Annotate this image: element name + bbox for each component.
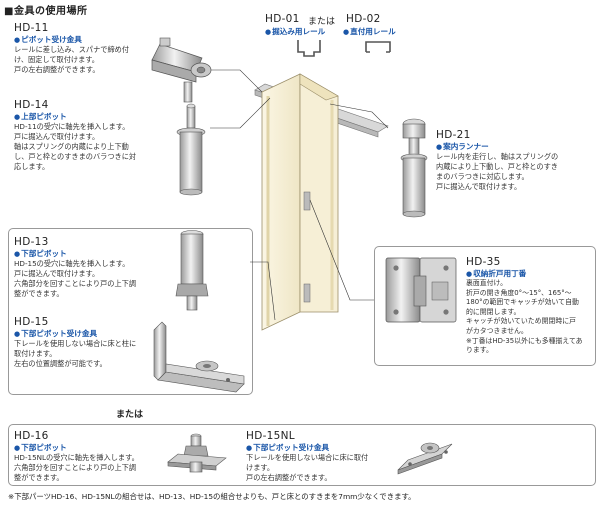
part-code-hd14: HD-14 bbox=[14, 99, 49, 111]
part-desc-hd21: レール内を走行し、軸はスプリングの内蔵により上下動し、戸と枠とのすきまのバラつき… bbox=[436, 152, 559, 191]
part-code-hd11: HD-11 bbox=[14, 22, 49, 34]
part-code-hd35: HD-35 bbox=[466, 256, 501, 268]
section-header: ■金具の使用場所 bbox=[4, 6, 88, 17]
part-desc-hd14: HD-11の受穴に軸先を挿入します。戸に掘込んで取付けます。軸はスプリングの内蔵… bbox=[14, 122, 137, 171]
hd14-top-pivot-icon bbox=[176, 103, 206, 196]
part-name-hd21: 案内ランナー bbox=[436, 141, 489, 152]
part-name-hd11: ピボット受け金具 bbox=[14, 34, 82, 45]
rail-code-hd02: HD-02 bbox=[346, 13, 381, 25]
part-name-hd14: 上部ピボット bbox=[14, 111, 67, 122]
hd13-bottom-pivot-icon bbox=[175, 230, 209, 311]
footnote: ※下部パーツHD-16、HD-15NLの組合せは、HD-13、HD-15の組合せ… bbox=[8, 492, 416, 501]
part-desc-hd35: 裏面直付け。折戸の開き角度0°〜15°、165°〜180°の範囲でキャッチが効い… bbox=[466, 279, 583, 355]
group-box-bottom bbox=[8, 424, 596, 486]
part-desc-hd15nl: 下レールを使用しない場合に床に取付けます。戸の左右調整ができます。 bbox=[246, 453, 369, 482]
hd15nl-receiver-bracket-icon bbox=[397, 442, 453, 475]
part-name-hd35: 収納折戸用丁番 bbox=[466, 268, 526, 279]
rail-code-hd01: HD-01 bbox=[265, 13, 300, 25]
rail-profile-hd02-icon bbox=[365, 41, 391, 53]
part-code-hd21: HD-21 bbox=[436, 129, 471, 141]
part-desc-hd15: 下レールを使用しない場合に床と柱に取付けます。左右の位置調整が可能です。 bbox=[14, 339, 137, 368]
or-between-label: または bbox=[116, 410, 144, 420]
part-desc-hd13: HD-15の受穴に軸先を挿入します。戸に掘込んで取付けます。六角部分を回すことに… bbox=[14, 259, 137, 298]
hd11-bracket-icon bbox=[151, 37, 212, 103]
part-code-hd15: HD-15 bbox=[14, 316, 49, 328]
hd21-guide-runner-icon bbox=[400, 118, 428, 218]
folding-door-icon bbox=[261, 73, 339, 331]
part-name-hd16: 下部ピボット bbox=[14, 442, 67, 453]
part-code-hd15nl: HD-15NL bbox=[246, 430, 295, 442]
part-desc-hd16: HD-15NLの受穴に軸先を挿入します。六角部分を回すことにより戸の上下調整がで… bbox=[14, 453, 139, 482]
leader-lines bbox=[205, 69, 389, 321]
hd35-hinge-icon bbox=[385, 257, 457, 323]
part-name-hd15nl: 下部ピボット受け金具 bbox=[246, 442, 329, 453]
rail-or-label: または bbox=[308, 17, 336, 27]
rail-profile-hd01-icon bbox=[297, 40, 321, 57]
part-name-hd13: 下部ピボット bbox=[14, 248, 67, 259]
group-box-hd13-hd15 bbox=[8, 228, 253, 395]
hd16-bottom-pivot-icon bbox=[167, 433, 227, 473]
part-code-hd13: HD-13 bbox=[14, 236, 49, 248]
group-box-hd35 bbox=[374, 246, 596, 366]
part-name-hd15: 下部ピボット受け金具 bbox=[14, 328, 97, 339]
rail-name-hd01: 掘込み用レール bbox=[265, 26, 325, 37]
part-code-hd16: HD-16 bbox=[14, 430, 49, 442]
hd15-receiver-bracket-icon bbox=[153, 321, 245, 393]
rail-name-hd02: 直付用レール bbox=[343, 26, 396, 37]
part-desc-hd11: レールに差し込み、スパナで締め付け、固定して取付けます。戸の左右調整ができます。 bbox=[14, 45, 130, 74]
